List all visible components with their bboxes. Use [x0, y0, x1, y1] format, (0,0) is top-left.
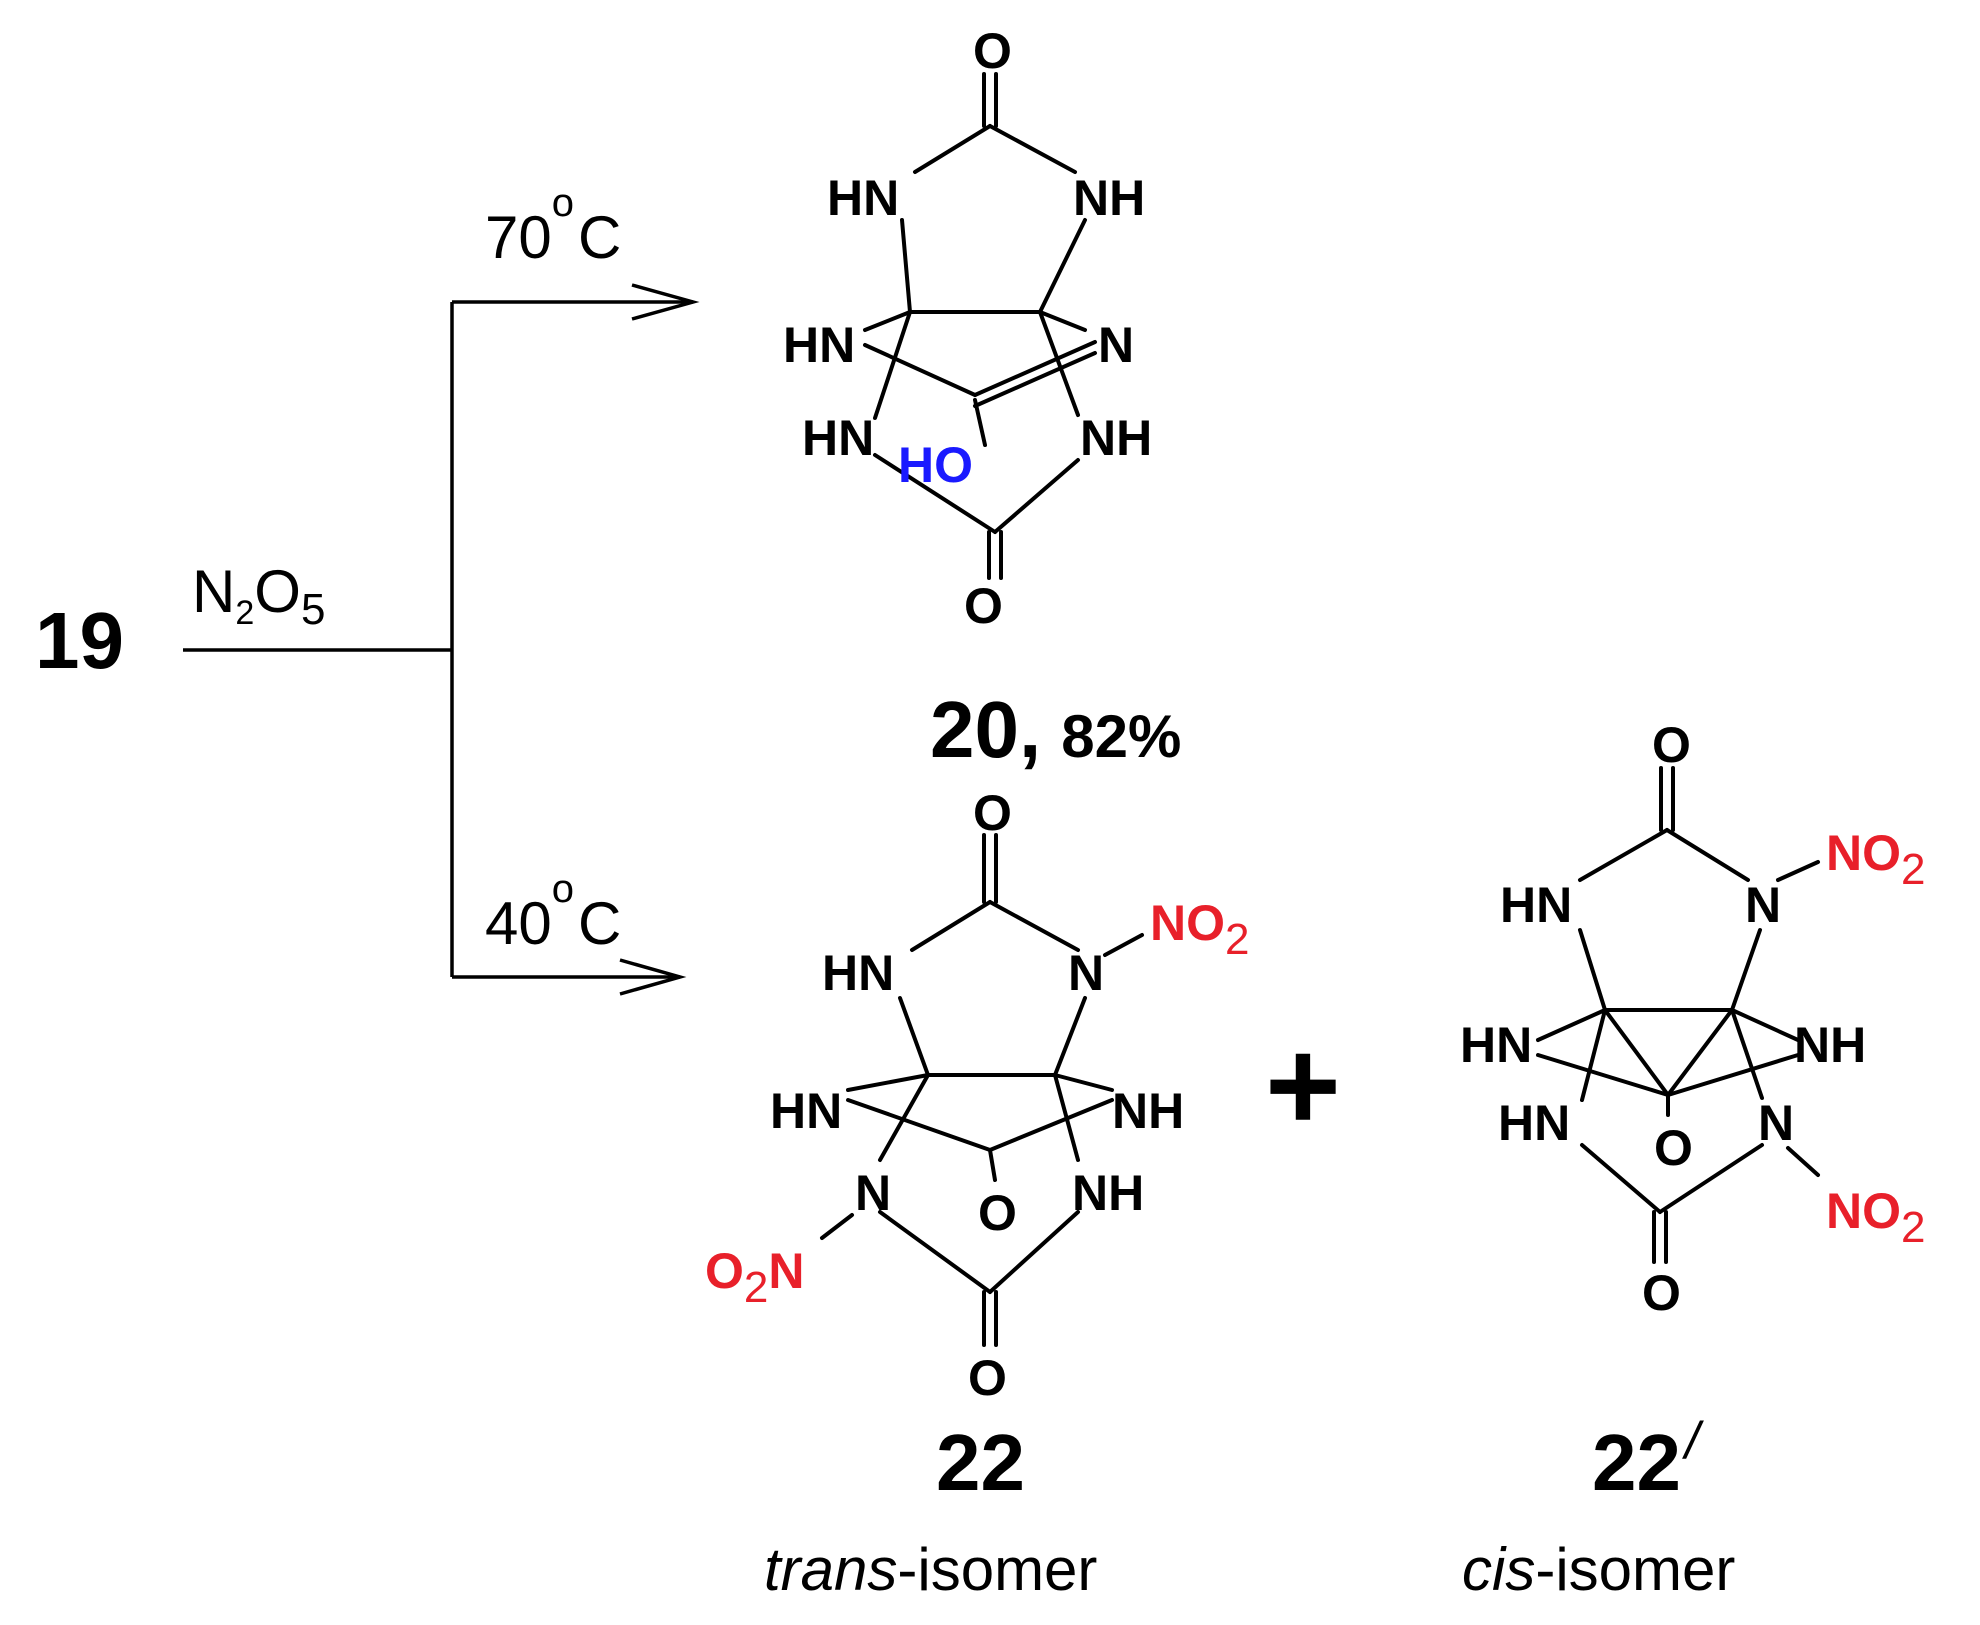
nitro-group: O2N: [705, 1243, 805, 1312]
plus-sign: +: [1265, 1012, 1341, 1158]
atom-hn: HN: [822, 945, 894, 1001]
atom-o-center: O: [1654, 1120, 1693, 1176]
atom-o-top: O: [973, 23, 1012, 79]
atom-hn: HN: [1460, 1017, 1532, 1073]
product-22-caption: trans-isomer: [764, 1536, 1097, 1603]
atom-hn: HN: [827, 170, 899, 226]
nitro-group: NO2: [1826, 1183, 1925, 1252]
product-22-prime-label: 22/: [1592, 1412, 1704, 1507]
atom-nh: NH: [1794, 1017, 1866, 1073]
atom-o-center: O: [978, 1185, 1017, 1241]
atom-o-top: O: [1652, 717, 1691, 773]
atom-hn: HN: [1498, 1095, 1570, 1151]
atom-hn: HN: [770, 1083, 842, 1139]
nitro-group: NO2: [1826, 825, 1925, 894]
condition-upper: 70oC: [485, 181, 621, 271]
atom-ho: HO: [898, 437, 973, 493]
atom-n: N: [855, 1165, 891, 1221]
condition-lower: 40oC: [485, 867, 621, 957]
structure-22-prime: O HN N NO2 HN NH HN O N NO2 O: [1460, 717, 1925, 1321]
structure-20: O HN NH HN N HN HO NH O: [783, 23, 1152, 634]
atom-o-bottom: O: [968, 1350, 1007, 1406]
branch-arrows: [183, 283, 700, 996]
product-22-prime-caption: cis-isomer: [1462, 1536, 1735, 1603]
atom-o-bottom: O: [1642, 1265, 1681, 1321]
atom-nh: NH: [1072, 1165, 1144, 1221]
reagent-formula: N2O5: [192, 558, 325, 634]
product-20-label: 20,82%: [930, 685, 1181, 774]
atom-n: N: [1758, 1095, 1794, 1151]
atom-nh: NH: [1080, 410, 1152, 466]
product-22-label: 22: [936, 1418, 1025, 1507]
atom-nh: NH: [1073, 170, 1145, 226]
atom-hn: HN: [802, 410, 874, 466]
atom-nh: NH: [1112, 1083, 1184, 1139]
reactant-label: 19: [35, 596, 124, 685]
atom-hn: HN: [1500, 877, 1572, 933]
structure-22: O HN N NO2 HN NH N O NH O2N O: [705, 785, 1249, 1406]
nitro-group: NO2: [1150, 895, 1249, 964]
atom-hn: HN: [783, 317, 855, 373]
atom-o-top: O: [973, 785, 1012, 841]
atom-o-bottom: O: [964, 578, 1003, 634]
atom-n: N: [1098, 317, 1134, 373]
atom-n: N: [1068, 945, 1104, 1001]
atom-n: N: [1745, 877, 1781, 933]
